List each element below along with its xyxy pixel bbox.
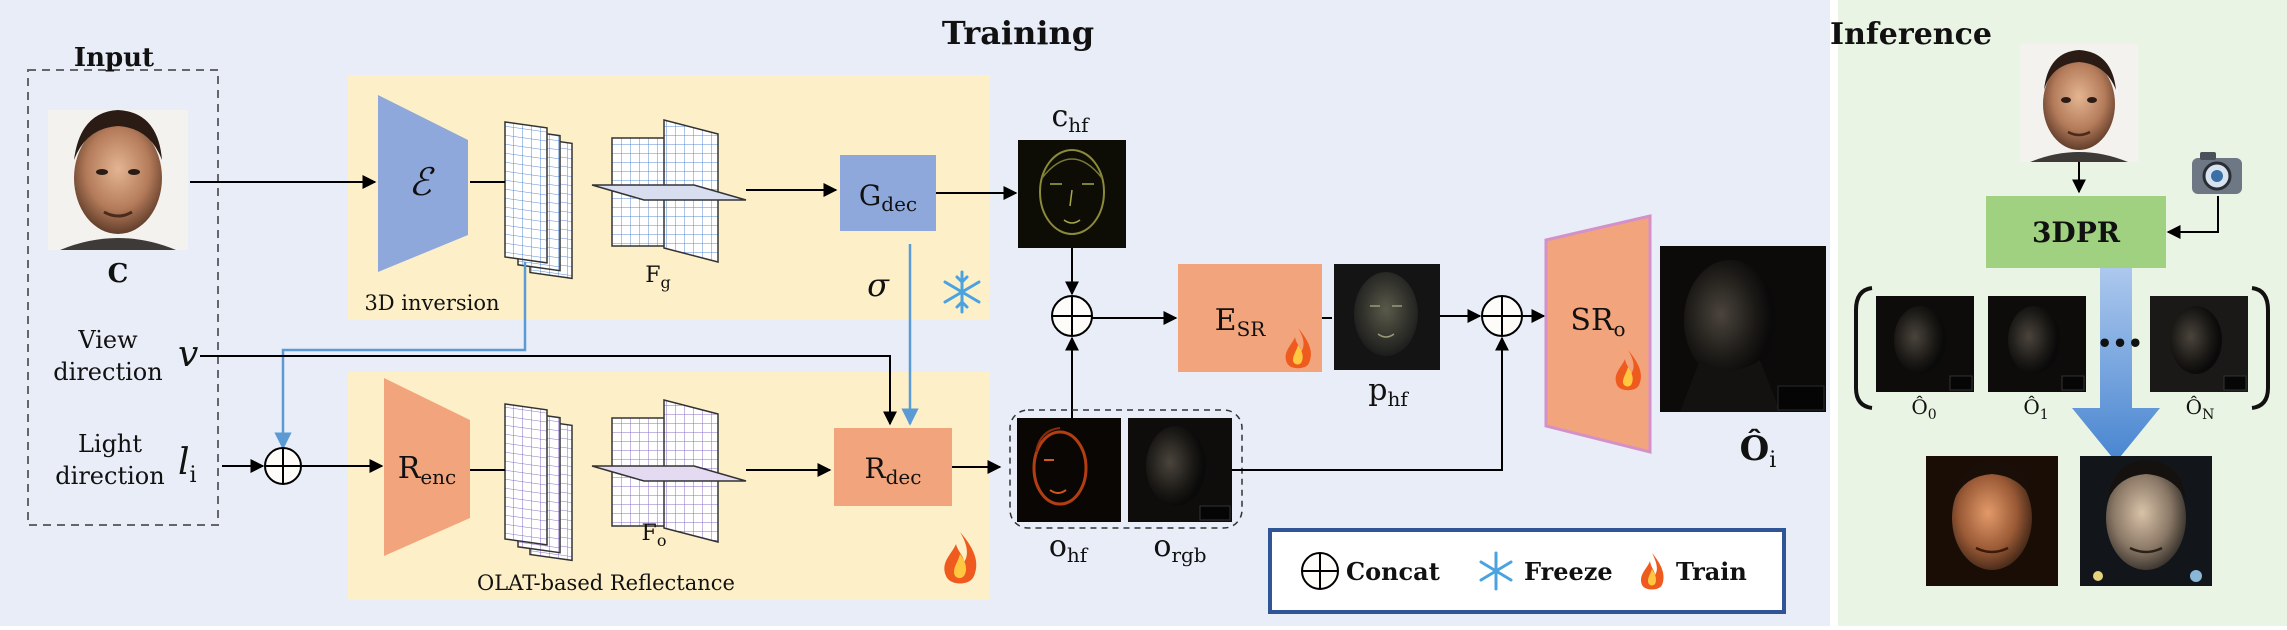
reflectance-encoder-label: Renc — [398, 451, 457, 489]
inference-output-n — [2150, 296, 2248, 392]
sro-flame-icon — [1615, 350, 1641, 391]
ohf-image — [1017, 418, 1121, 522]
reflectance-encoder — [384, 378, 470, 556]
view-direction-label-line2: direction — [53, 358, 162, 386]
right-bracket — [2251, 286, 2270, 410]
model-label: 3DPR — [2032, 216, 2121, 249]
legend-box — [1268, 528, 1786, 614]
phf-label: phf — [1368, 373, 1409, 411]
inversion-triplane — [591, 119, 747, 263]
output-label: Ôi — [1740, 428, 1777, 473]
relit-result-cool — [2080, 456, 2212, 586]
sro-module — [1544, 214, 1652, 454]
inference-ellipsis: ••• — [2097, 329, 2143, 358]
phf-image — [1334, 264, 1440, 370]
inference-output-1-label: Ô1 — [2023, 394, 2048, 423]
ohf-label: ohf — [1049, 529, 1089, 567]
view-direction-label-line1: View — [77, 326, 138, 354]
chf-image — [1018, 140, 1126, 248]
legend-concat-label: Concat — [1346, 557, 1440, 586]
reflectance-triplane — [591, 399, 747, 543]
skip-connection-arrow — [274, 262, 527, 450]
g-decoder-box — [840, 155, 936, 231]
esr-flame-icon — [1285, 328, 1311, 369]
inference-big-arrow — [2072, 268, 2160, 462]
legend-freeze-label: Freeze — [1524, 557, 1613, 586]
light-symbol: li — [178, 442, 197, 488]
model-box — [1986, 196, 2166, 268]
sigma-symbol: σ — [867, 266, 890, 304]
light-direction-label-line2: direction — [55, 462, 164, 490]
input-title: Input — [74, 43, 154, 73]
reflectance-feature-label: Fo — [642, 521, 667, 550]
relit-result-warm — [1926, 456, 2058, 586]
legend-flame-icon — [1640, 553, 1664, 590]
inversion-encoder — [378, 95, 468, 272]
output-image — [1660, 246, 1826, 412]
view-direction-arrow — [200, 355, 897, 426]
inference-output-0-label: Ô0 — [1911, 394, 1936, 423]
inference-title: Inference — [1830, 17, 1992, 52]
light-direction-label-line1: Light — [78, 430, 142, 458]
orgb-label: orgb — [1153, 529, 1206, 567]
g-decoder-label: Gdec — [859, 179, 917, 216]
inference-output-0 — [1876, 296, 1974, 392]
reflectance-feature-stack — [504, 403, 573, 562]
inversion-label: 3D inversion — [364, 291, 499, 315]
left-bracket — [1854, 286, 1873, 410]
camera-icon — [2192, 152, 2242, 194]
inversion-encoder-symbol: ℰ — [408, 160, 435, 204]
inference-input-image — [2020, 44, 2138, 162]
reflectance-label: OLAT-based Reflectance — [477, 571, 735, 595]
training-title: Training — [942, 14, 1094, 52]
esr-label: ESR — [1215, 303, 1267, 341]
r-decoder-label: Rdec — [865, 452, 922, 489]
legend-snowflake-icon — [1479, 551, 1513, 591]
sro-label: SRo — [1570, 303, 1625, 341]
inversion-feature-label: Fg — [645, 263, 671, 292]
input-image-label: C — [108, 259, 129, 289]
camera-to-model-arrow — [2166, 196, 2219, 239]
flame-icon — [944, 532, 977, 584]
chf-label: chf — [1051, 99, 1090, 137]
inference-output-n-label: ÔN — [2186, 394, 2215, 423]
inversion-feature-stack — [504, 121, 573, 280]
inference-output-1 — [1988, 296, 2086, 392]
legend-train-label: Train — [1676, 557, 1747, 586]
input-face-image — [48, 110, 188, 250]
orgb-image — [1128, 418, 1232, 522]
snowflake-icon — [943, 270, 981, 314]
orgb-to-final-concat-arrow — [1232, 336, 1509, 471]
r-decoder-box — [834, 428, 952, 506]
view-symbol: v — [178, 334, 198, 375]
